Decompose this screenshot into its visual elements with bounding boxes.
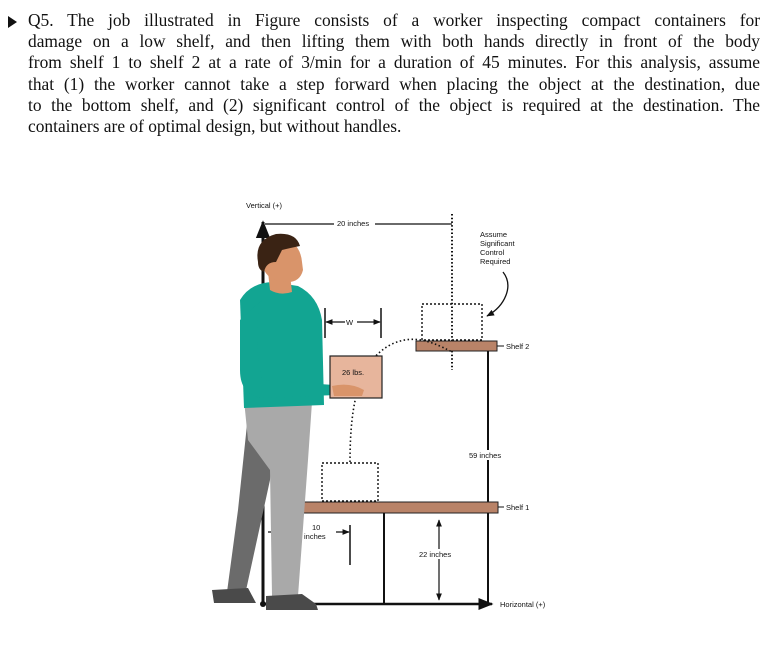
box-weight-label: 26 lbs.: [342, 368, 364, 377]
note-line: Required: [480, 257, 510, 266]
bullet-triangle-icon: [8, 16, 17, 28]
vertical-axis-label: Vertical (+): [246, 201, 283, 210]
question-line: from shelf 1 to shelf 2 at a rate of 3/m…: [28, 52, 760, 73]
shelf-2-label: Shelf 2: [506, 342, 529, 351]
note-line: Assume: [480, 230, 507, 239]
worker-front-leg: [244, 400, 312, 596]
note-line: Significant: [480, 239, 516, 248]
dim-w-label: W: [346, 318, 354, 327]
horizontal-axis-label: Horizontal (+): [500, 600, 546, 609]
shelf-1-label: Shelf 1: [506, 503, 529, 512]
question-line: containers are of optimal design, but wi…: [28, 116, 402, 137]
dim-10-label: inches: [304, 532, 326, 541]
question-line: Q5. The job illustrated in Figure consis…: [28, 10, 760, 30]
dim-22-label: 22 inches: [419, 550, 451, 559]
note-line: Control: [480, 248, 505, 257]
origin-dot: [260, 601, 266, 607]
dim-59-label: 59 inches: [469, 451, 501, 460]
origin-box-outline: [321, 462, 379, 502]
worker-back-shoe: [212, 588, 256, 603]
dim-20-label: 20 inches: [337, 219, 369, 228]
shelf-1: [301, 501, 499, 514]
dim-10-label: 10: [312, 523, 320, 532]
question-text: Q5. The job illustrated in Figure consis…: [28, 10, 760, 137]
lift-trajectory: [349, 338, 453, 463]
note-arrow: [486, 271, 509, 317]
question-line: damage on a low shelf, and then lifting …: [28, 31, 760, 52]
worker-arm: [240, 300, 336, 398]
worker-hair: [257, 233, 300, 272]
question-line: to the bottom shelf, and (2) significant…: [28, 94, 760, 115]
worker-front-shoe: [266, 594, 318, 610]
destination-box-outline: [421, 303, 483, 341]
question-line: that (1) the worker cannot take a step f…: [28, 73, 760, 94]
